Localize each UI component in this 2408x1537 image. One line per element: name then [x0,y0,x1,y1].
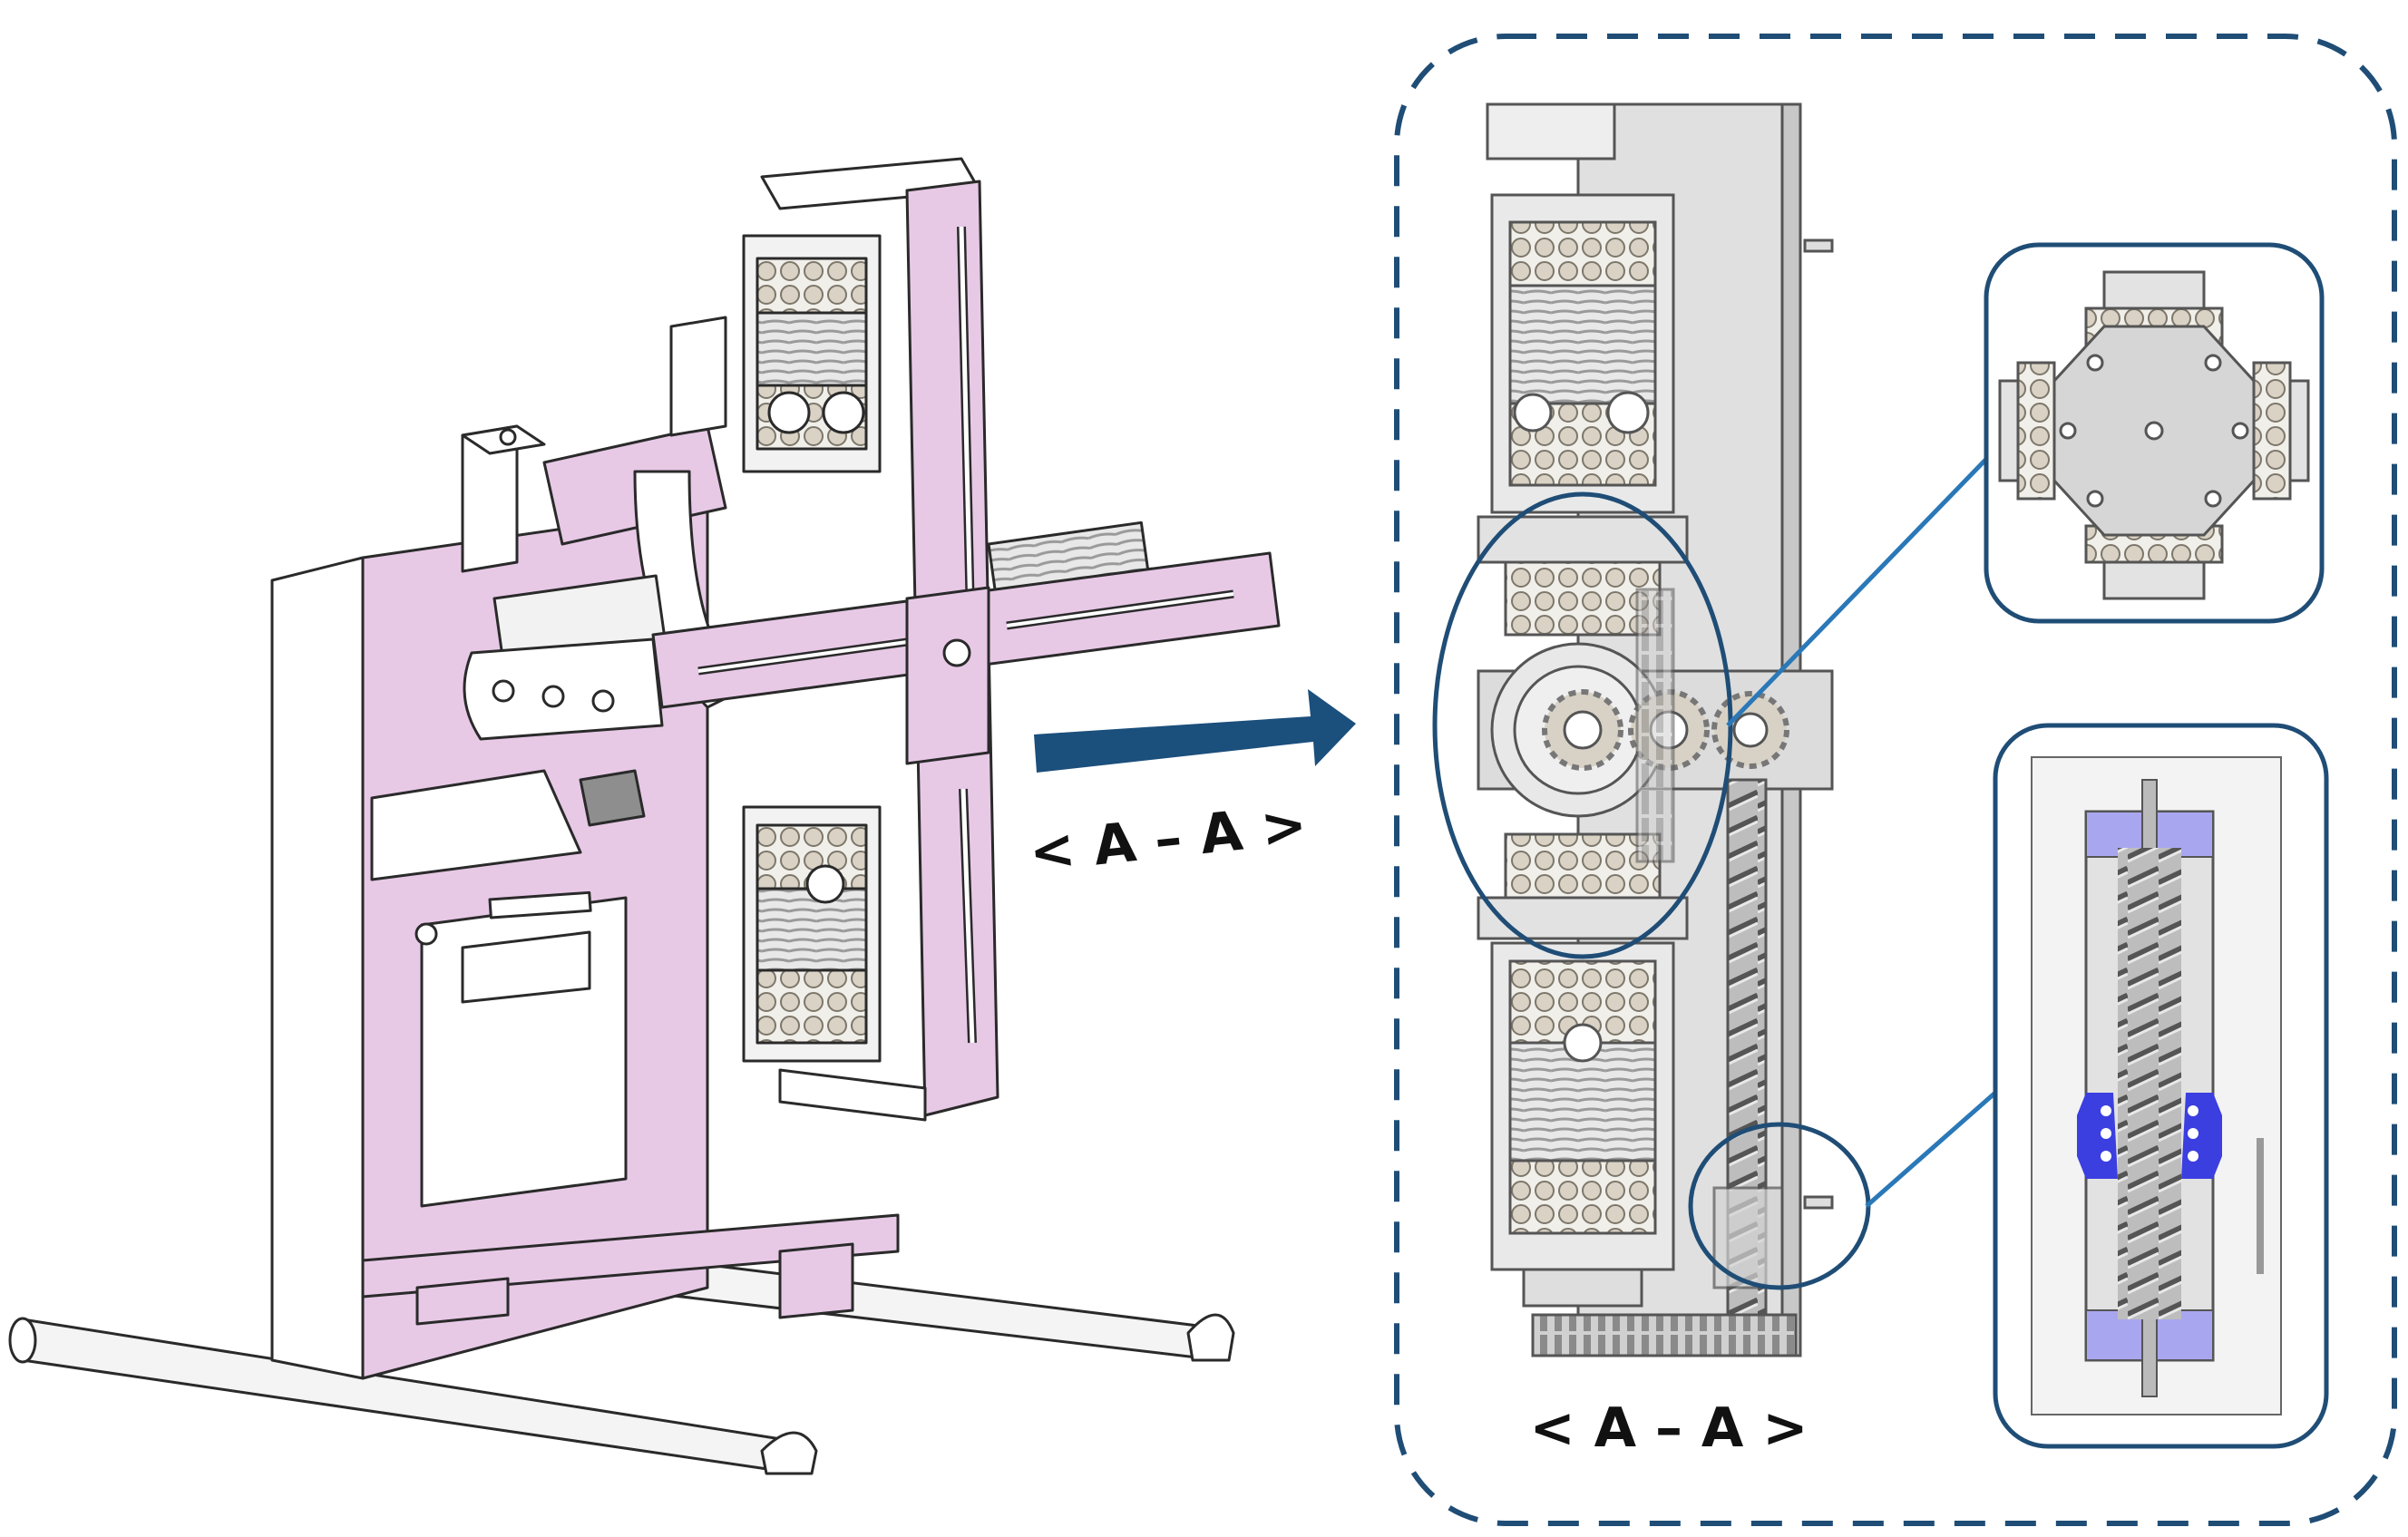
pivot-link [463,637,664,741]
section-gear-block [1477,560,1834,900]
left-assembly-view [8,157,1281,1475]
detail-lead-screw [1993,723,2329,1449]
base-frame [270,506,900,1380]
section-a-a-view [1477,102,1834,1357]
section-label: < A – A > [1530,1396,1808,1460]
arrow-label: < A – A > [1027,793,1311,885]
section-base-gear [1531,1313,1798,1357]
guide-rail-front [8,1317,818,1475]
section-view-frame [1394,34,2397,1526]
upper-spring-bearing [742,234,882,473]
view-transition-arrow [1034,689,1356,773]
section-top-bearing [1477,193,1689,564]
leader-line-top [1726,420,2024,727]
horizontal-arm [492,520,1281,765]
detail-gear-hub [1984,242,2325,624]
leader-line-bottom [1865,1091,1997,1208]
detail-nut [2077,1093,2118,1179]
lower-spring-bearing [742,805,882,1063]
detail-screw-thread [2118,848,2181,1319]
